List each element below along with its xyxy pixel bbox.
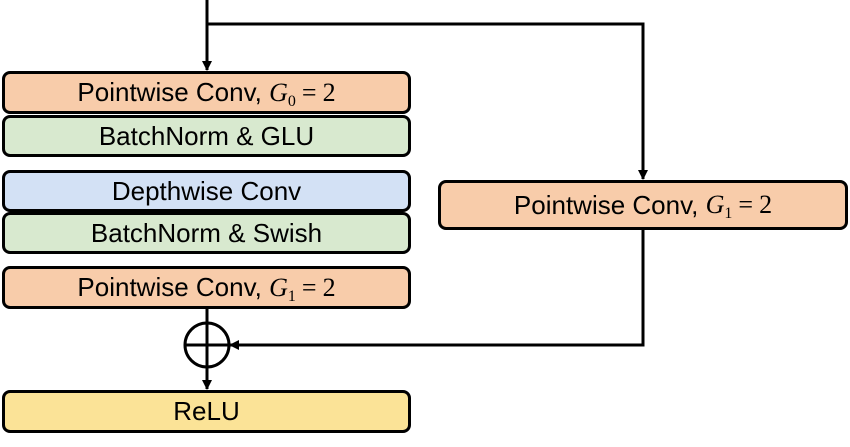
add-node: [183, 321, 231, 369]
relu-label: ReLU: [173, 396, 240, 426]
pointwise-conv-block-1: Pointwise Conv, G1=2: [2, 266, 411, 309]
pointwise-conv-0-label: Pointwise Conv,: [77, 77, 262, 107]
depthwise-conv-block: Depthwise Conv: [2, 170, 411, 212]
relu-block: ReLU: [2, 390, 411, 433]
pointwise-conv-0-math: G0=2: [269, 77, 336, 110]
batchnorm-glu-label: BatchNorm & GLU: [98, 120, 315, 151]
batchnorm-swish-label: BatchNorm & Swish: [90, 217, 323, 248]
pointwise-conv-1-math: G1=2: [269, 272, 336, 305]
skip-branch-line: [207, 22, 648, 180]
residual-pointwise-conv-block: Pointwise Conv, G1=2: [438, 180, 848, 230]
pointwise-conv-1-label: Pointwise Conv,: [77, 272, 262, 302]
batchnorm-swish-block: BatchNorm & Swish: [2, 212, 411, 254]
residual-pointwise-conv-label: Pointwise Conv,: [513, 189, 699, 220]
batchnorm-glu-block: BatchNorm & GLU: [2, 115, 411, 157]
depthwise-conv-label: Depthwise Conv: [111, 175, 302, 206]
residual-pointwise-conv-math: G1=2: [705, 190, 773, 222]
residual-to-add-arrow: [229, 230, 645, 350]
pointwise-conv-block-0: Pointwise Conv, G0=2: [2, 71, 411, 114]
